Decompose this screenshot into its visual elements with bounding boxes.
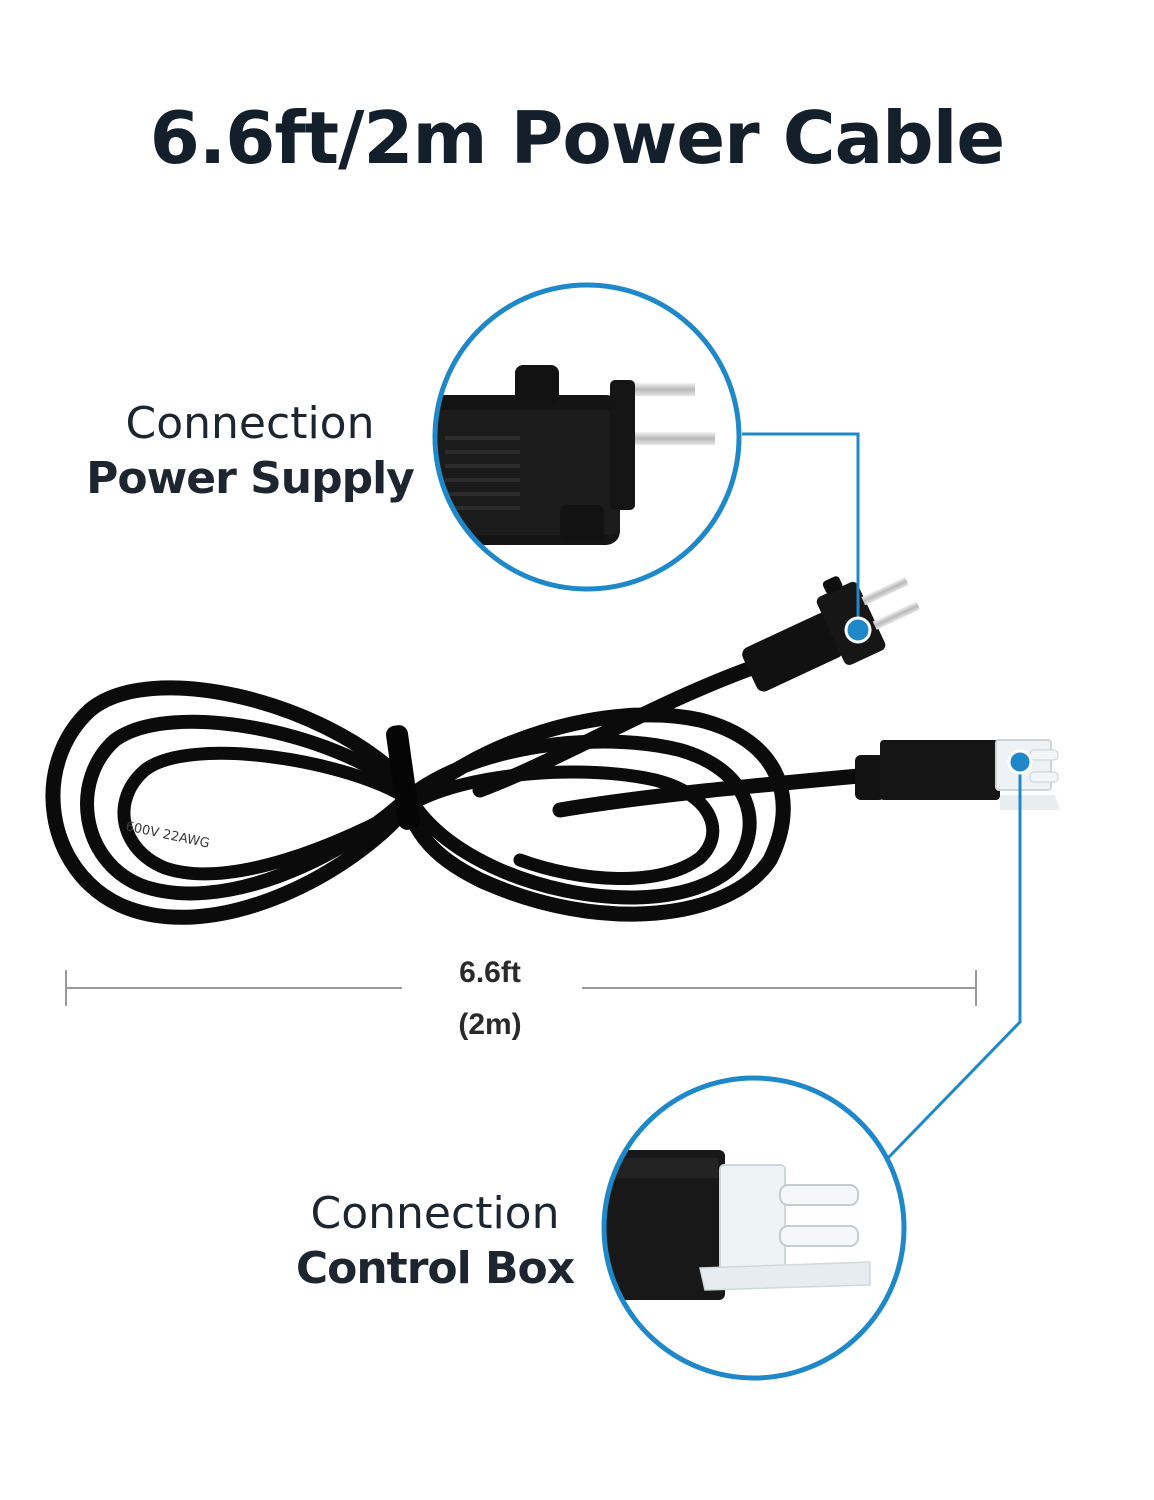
dimension-line xyxy=(65,970,977,1006)
callout-dot-power xyxy=(844,616,872,644)
power-supply-label: Connection Power Supply xyxy=(80,396,420,506)
zoom-circle-power xyxy=(432,282,742,592)
control-label-line1: Connection xyxy=(310,1188,560,1239)
cable-lead-control xyxy=(552,767,878,818)
control-label-line2: Control Box xyxy=(295,1243,575,1294)
cable-loop-mid xyxy=(80,714,757,905)
callout-line-power xyxy=(742,432,860,622)
callout-line-control xyxy=(886,762,1022,1160)
power-label-line2: Power Supply xyxy=(86,453,415,504)
power-label-line1: Connection xyxy=(125,398,375,449)
control-box-label: Connection Control Box xyxy=(290,1186,580,1296)
zoom-circle-control xyxy=(601,1075,907,1381)
cable-lead-power xyxy=(472,657,768,798)
control-connector-small xyxy=(855,739,1060,810)
cable-coil xyxy=(45,657,878,925)
power-plug-small xyxy=(742,576,921,692)
dimension-length-m: (2m) xyxy=(458,1008,522,1041)
page-title: 6.6ft/2m Power Cable xyxy=(149,96,1005,180)
dimension-length-ft: 6.6ft xyxy=(459,956,521,989)
cable-tie xyxy=(386,725,421,830)
callout-dot-control xyxy=(1007,749,1033,775)
cable-loop-inner xyxy=(117,746,720,885)
